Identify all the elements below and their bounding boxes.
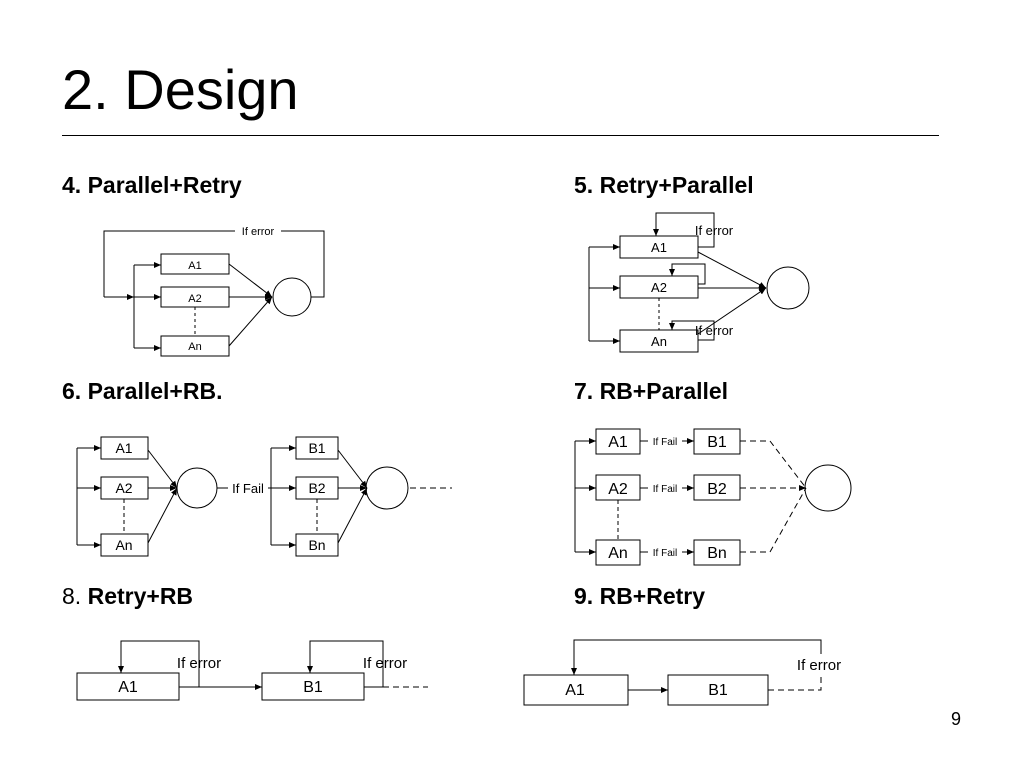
retry-loop-an [669, 320, 715, 341]
module-b1-box [295, 436, 339, 460]
merge-dash [740, 440, 807, 489]
if-error-label: If error [695, 223, 734, 238]
heading-number: 4. [62, 172, 82, 198]
merge-arrow [697, 287, 767, 335]
if-error-label: If error [695, 323, 734, 338]
heading-retry-rb: 8. Retry+RB [62, 585, 193, 608]
module-an-label: An [608, 545, 628, 562]
voter-circle-a [176, 467, 218, 509]
module-b1-label: B1 [303, 679, 323, 696]
retry-loop-b1 [307, 640, 384, 688]
heading-rb-retry: 9. RB+Retry [574, 585, 705, 608]
merge-arrow [337, 487, 368, 544]
heading-number: 7. [574, 378, 594, 404]
heading-number: 6. [62, 378, 82, 404]
heading-rb-parallel: 7. RB+Parallel [574, 380, 728, 403]
if-fail-label: If Fail [653, 437, 677, 448]
merge-dash [740, 487, 807, 553]
retry-loop-line [103, 230, 235, 297]
heading-label: Retry+RB [87, 583, 194, 609]
module-bn-label: Bn [707, 545, 727, 562]
module-an-label: An [115, 537, 132, 553]
module-bn-label: Bn [308, 537, 325, 553]
if-error-label: If error [797, 657, 841, 674]
merge-arrow [337, 449, 368, 489]
heading-label: RB+Retry [599, 583, 706, 609]
heading-parallel-rb: 6. Parallel+RB. [62, 380, 222, 403]
module-a1-label: A1 [188, 260, 201, 272]
if-fail-label: If Fail [653, 484, 677, 495]
module-a1-box [100, 436, 149, 460]
module-an-label: An [651, 334, 667, 349]
heading-parallel-retry: 4. Parallel+Retry [62, 174, 242, 197]
module-a1-label: A1 [118, 679, 138, 696]
slide-title: 2. Design [62, 58, 299, 121]
module-b2-label: B2 [308, 480, 325, 496]
voter-circle [272, 277, 312, 317]
diagram-retry-parallel [588, 212, 810, 353]
merge-arrow [228, 263, 273, 298]
heading-label: RB+Parallel [599, 378, 729, 404]
voter-circle-b [365, 466, 409, 510]
retry-loop-a1 [653, 212, 715, 248]
module-a2-label: A2 [608, 481, 628, 498]
voter-circle [766, 266, 810, 310]
merge-arrow [147, 449, 178, 489]
retry-loop-a2 [669, 263, 706, 285]
module-an-label: An [188, 341, 201, 353]
voter-circle [804, 464, 852, 512]
heading-number: 8. [62, 583, 82, 609]
module-a2-label: A2 [651, 280, 667, 295]
module-b1-label: B1 [708, 682, 728, 699]
if-error-label: If error [363, 655, 407, 672]
module-b1-label: B1 [707, 434, 727, 451]
merge-arrow [697, 251, 767, 289]
retry-loop [571, 639, 822, 675]
module-b2-label: B2 [707, 481, 727, 498]
if-error-label: If error [242, 226, 275, 238]
heading-number: 5. [574, 172, 594, 198]
module-a2-label: A2 [115, 480, 132, 496]
module-a2-label: A2 [188, 293, 201, 305]
heading-label: Parallel+Retry [87, 172, 242, 198]
module-b1-label: B1 [308, 440, 325, 456]
diagram-rb-parallel [574, 428, 852, 566]
module-bn-box [295, 533, 339, 557]
diagram-retry-rb [76, 640, 428, 701]
error-dash [768, 676, 822, 691]
module-an-box [100, 533, 149, 557]
module-a1-label: A1 [565, 682, 585, 699]
heading-label: Parallel+RB. [87, 378, 223, 404]
page-number: 9 [951, 709, 962, 729]
module-a1-label: A1 [651, 240, 667, 255]
if-fail-label: If Fail [653, 548, 677, 559]
if-fail-label: If Fail [232, 481, 264, 496]
merge-arrow [147, 487, 178, 544]
if-error-label: If error [177, 655, 221, 672]
module-a1-label: A1 [608, 434, 628, 451]
retry-loop-line [281, 230, 325, 298]
heading-label: Retry+Parallel [599, 172, 754, 198]
heading-retry-parallel: 5. Retry+Parallel [574, 174, 754, 197]
title-underline [62, 135, 939, 136]
heading-number: 9. [574, 583, 594, 609]
diagram-parallel-retry [103, 230, 325, 357]
module-a1-label: A1 [115, 440, 132, 456]
diagram-rb-retry [523, 639, 822, 706]
merge-arrow [228, 296, 273, 347]
diagram-parallel-rb [76, 436, 452, 557]
